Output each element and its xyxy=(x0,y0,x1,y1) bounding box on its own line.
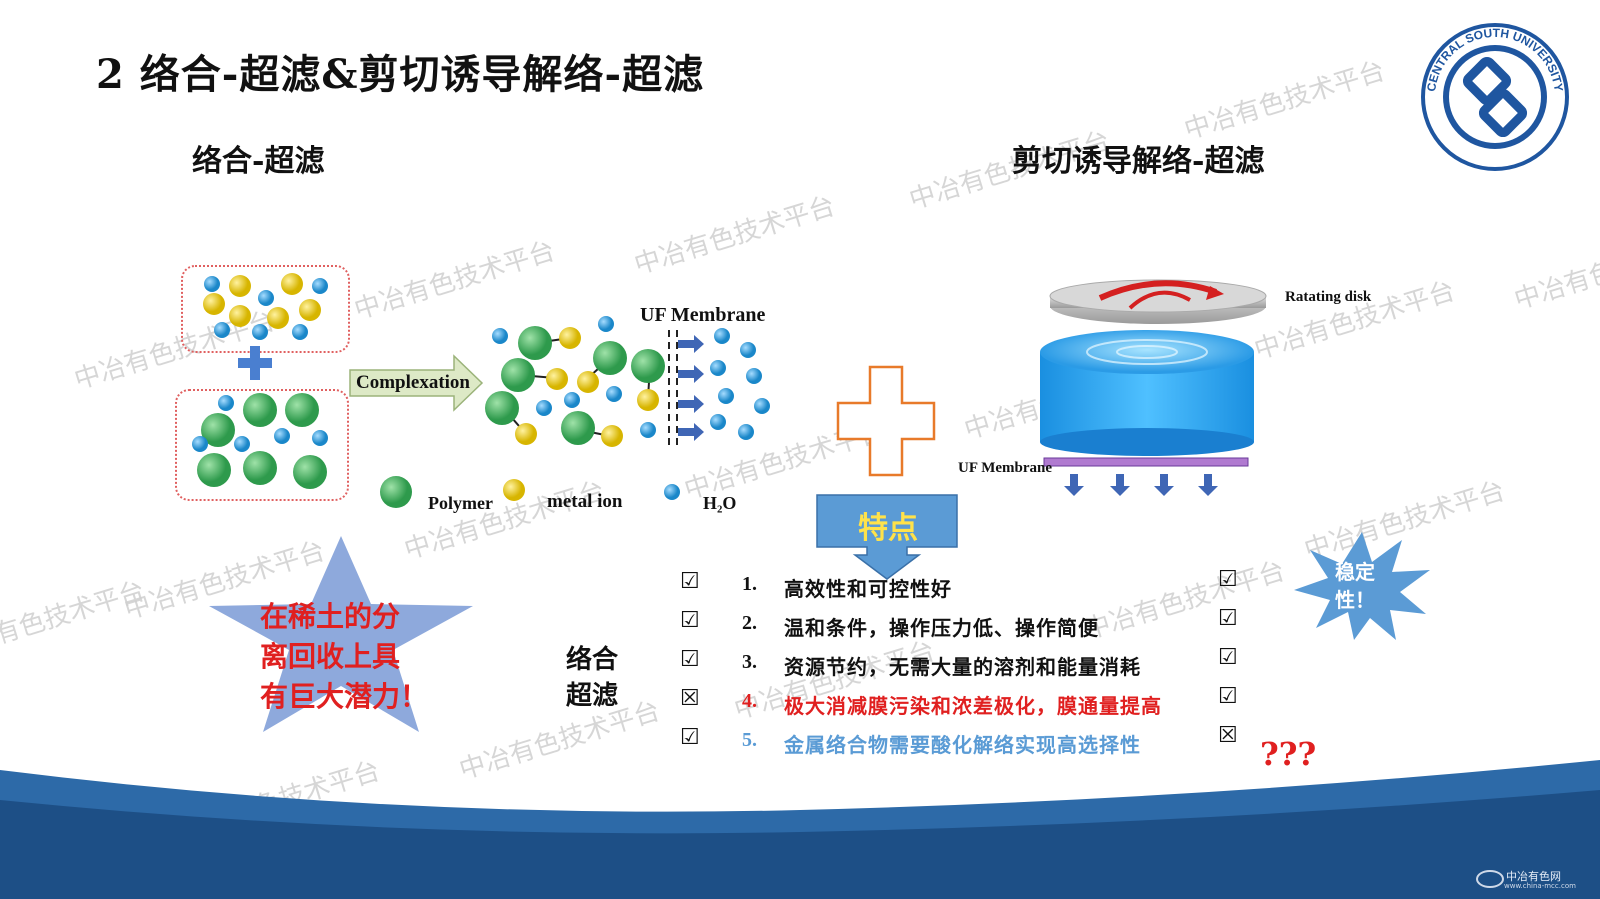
complexation-diagram xyxy=(192,273,770,508)
right-check-icon: ☑ xyxy=(1218,567,1238,592)
feature-number: 5. xyxy=(742,729,757,751)
star-text: 在稀土的分 离回收上具 有巨大潜力！ xyxy=(260,600,429,713)
legend-polymer: Polymer xyxy=(428,493,493,513)
university-logo: CENTRAL SOUTH UNIVERSITY xyxy=(1420,22,1570,172)
feature-text: 金属络合物需要酸化解络实现高选择性 xyxy=(784,733,1141,757)
star-shape xyxy=(209,536,473,732)
side-label: 络合 超滤 xyxy=(566,645,619,711)
footer-url: www.china-mcc.com xyxy=(1504,882,1576,890)
left-check-icon: ☑ xyxy=(680,569,700,594)
watermark-text: 中冶有色技术平台 xyxy=(1180,56,1389,146)
footer-band xyxy=(0,760,1600,899)
feature-number: 4. xyxy=(742,690,757,712)
polymer-box xyxy=(175,389,349,501)
right-check-icon: ☒ xyxy=(1218,723,1238,748)
rotating-disk-label: Ratating disk xyxy=(1285,289,1372,305)
burst-shape xyxy=(1294,532,1430,640)
left-check-icon: ☒ xyxy=(680,686,700,711)
uf-membrane-label-right: UF Membrane xyxy=(958,460,1052,476)
footer-logo-icon xyxy=(1476,870,1504,888)
question-marks: ??? xyxy=(1260,735,1317,773)
burst-text: 稳定 性！ xyxy=(1335,560,1375,612)
plus-icon xyxy=(836,365,936,477)
feature-box xyxy=(816,494,958,580)
right-heading: 剪切诱导解络-超滤 xyxy=(1012,144,1265,179)
feature-number: 2. xyxy=(742,612,757,634)
slide-title: 2 络合-超滤&剪切诱导解络-超滤 xyxy=(96,51,705,98)
footer-brand: 中冶有色网 xyxy=(1506,870,1561,883)
rotating-disk-diagram xyxy=(1040,279,1267,496)
footer-logo: 中冶有色网 www.china-mcc.com xyxy=(1476,868,1588,892)
feature-number: 1. xyxy=(742,573,757,595)
feature-text: 高效性和可控性好 xyxy=(784,577,952,601)
feature-text: 资源节约，无需大量的溶剂和能量消耗 xyxy=(784,655,1141,679)
watermark-text: 中冶有色技术平台 xyxy=(1510,226,1600,316)
left-heading: 络合-超滤 xyxy=(192,144,325,179)
feature-box-label: 特点 xyxy=(858,511,918,546)
complexation-label: Complexation xyxy=(356,372,470,393)
uf-membrane-label-left: UF Membrane xyxy=(640,304,766,326)
left-check-icon: ☑ xyxy=(680,608,700,633)
watermark-text: 中冶有色技术平台 xyxy=(1080,556,1289,646)
left-check-icon: ☑ xyxy=(680,725,700,750)
right-check-icon: ☑ xyxy=(1218,606,1238,631)
legend-metal-ion: metal ion xyxy=(547,491,623,512)
right-check-icon: ☑ xyxy=(1218,684,1238,709)
metal-ion-box xyxy=(181,265,350,353)
feature-text: 温和条件，操作压力低、操作简便 xyxy=(784,616,1099,640)
left-check-icon: ☑ xyxy=(680,647,700,672)
feature-text: 极大消减膜污染和浓差极化，膜通量提高 xyxy=(784,694,1162,718)
right-check-icon: ☑ xyxy=(1218,645,1238,670)
feature-number: 3. xyxy=(742,651,757,673)
legend-water: H₂O xyxy=(703,493,737,513)
